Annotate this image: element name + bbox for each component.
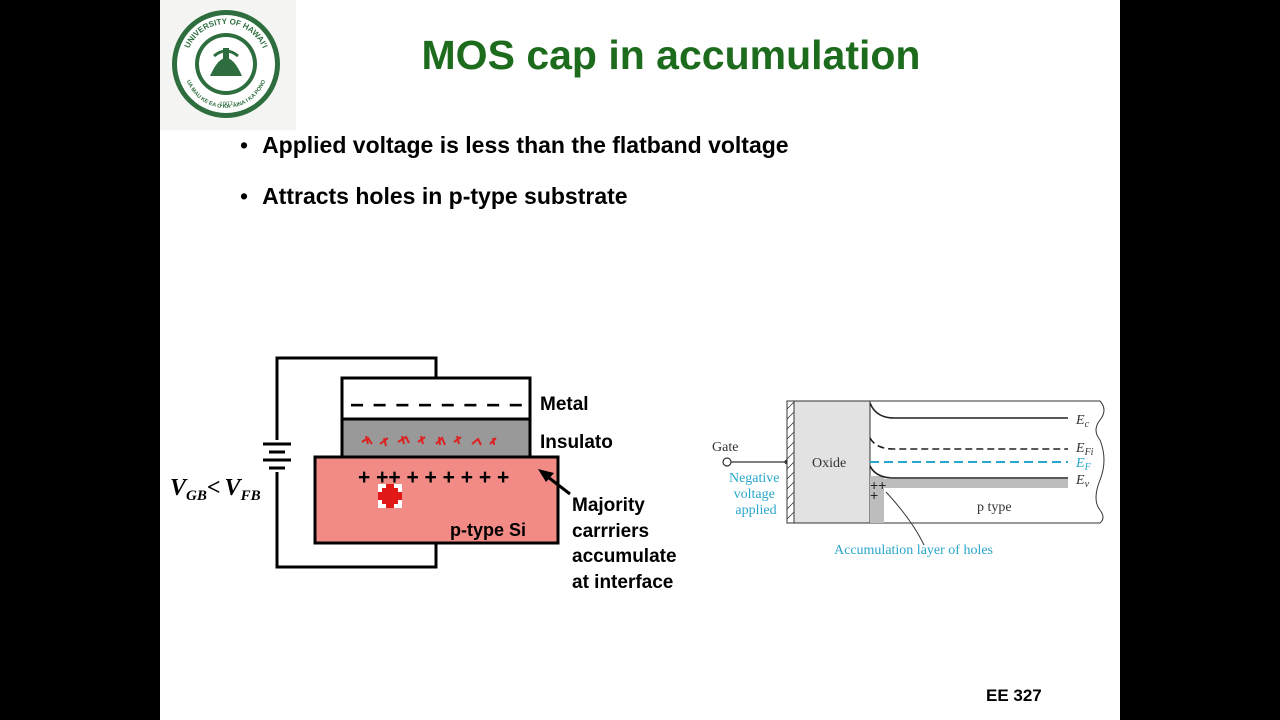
annotation-arrow [538, 469, 571, 496]
slide-title: MOS cap in accumulation [421, 32, 921, 78]
mos-cross-section-diagram: VGB<VFB − − − − − − − − + ++ + + + + + +… [170, 356, 682, 593]
accumulation-layer-shade [870, 476, 884, 523]
oxide-region [793, 400, 871, 524]
ev-label: Ev [1075, 473, 1090, 490]
insulator-layer [340, 417, 532, 459]
logo-year: 1907 [219, 102, 233, 108]
negative-voltage-label: Negative voltage applied [729, 471, 783, 518]
bullet-dot: • [240, 132, 249, 158]
accumulated-holes: ++ [870, 477, 886, 493]
course-footer: EE 327 [986, 686, 1042, 705]
gate-terminal [722, 457, 732, 467]
valence-band [869, 465, 1068, 479]
gate-metal-hatch [786, 400, 795, 524]
ec-label: Ec [1075, 413, 1090, 430]
p-type-region-label: p type [977, 500, 1012, 515]
conduction-band [869, 402, 1068, 419]
slide: UNIVERSITY OF HAWAI'I UA MAU KE EA O KA … [160, 0, 1120, 720]
hole-charges: + ++ + + + + + + [358, 466, 509, 489]
p-type-substrate [313, 455, 560, 545]
hole-carrier-icon [378, 484, 402, 508]
accumulated-hole-extra: + [870, 487, 878, 503]
accumulation-caption: Accumulation layer of holes [834, 543, 993, 558]
valence-band-shade [882, 479, 1068, 488]
energy-band-diagram: Gate Oxide Ec EFi EF Ev ++ [712, 400, 1105, 558]
insulator-red-marks [361, 435, 497, 447]
metal-label: Metal [540, 394, 589, 415]
university-seal-logo: UNIVERSITY OF HAWAI'I UA MAU KE EA O KA … [172, 10, 280, 118]
circuit-wire-top [275, 356, 438, 440]
intrinsic-level [869, 437, 1068, 450]
gate-label: Gate [712, 440, 738, 455]
metal-negative-charges: − − − − − − − − [350, 392, 524, 419]
bullet-point-2: • Attracts holes in p-type substrate [240, 183, 628, 210]
substrate-label: p-type Si [450, 520, 526, 540]
oxide-label: Oxide [812, 456, 846, 471]
bullet-point-1: • Applied voltage is less than the flatba… [240, 132, 789, 159]
caption-leader-line [885, 491, 925, 546]
voltage-condition-label: VGB<VFB [170, 475, 261, 504]
metal-layer [340, 376, 532, 421]
ef-label: EF [1075, 456, 1092, 473]
logo-panel: UNIVERSITY OF HAWAI'I UA MAU KE EA O KA … [160, 0, 296, 130]
semiconductor-outline [870, 400, 1105, 524]
bullet-text-2: Attracts holes in p-type substrate [262, 183, 628, 209]
circuit-wire-bottom [275, 472, 438, 569]
insulator-label: Insulato [540, 432, 613, 453]
efi-label: EFi [1075, 441, 1094, 458]
battery-icon [263, 442, 291, 470]
bullet-text-1: Applied voltage is less than the flatban… [262, 132, 789, 158]
majority-carrier-annotation: Majority carrriers accumulate at interfa… [572, 495, 682, 593]
hatch-lines [786, 401, 795, 520]
bullet-dot: • [240, 183, 249, 209]
